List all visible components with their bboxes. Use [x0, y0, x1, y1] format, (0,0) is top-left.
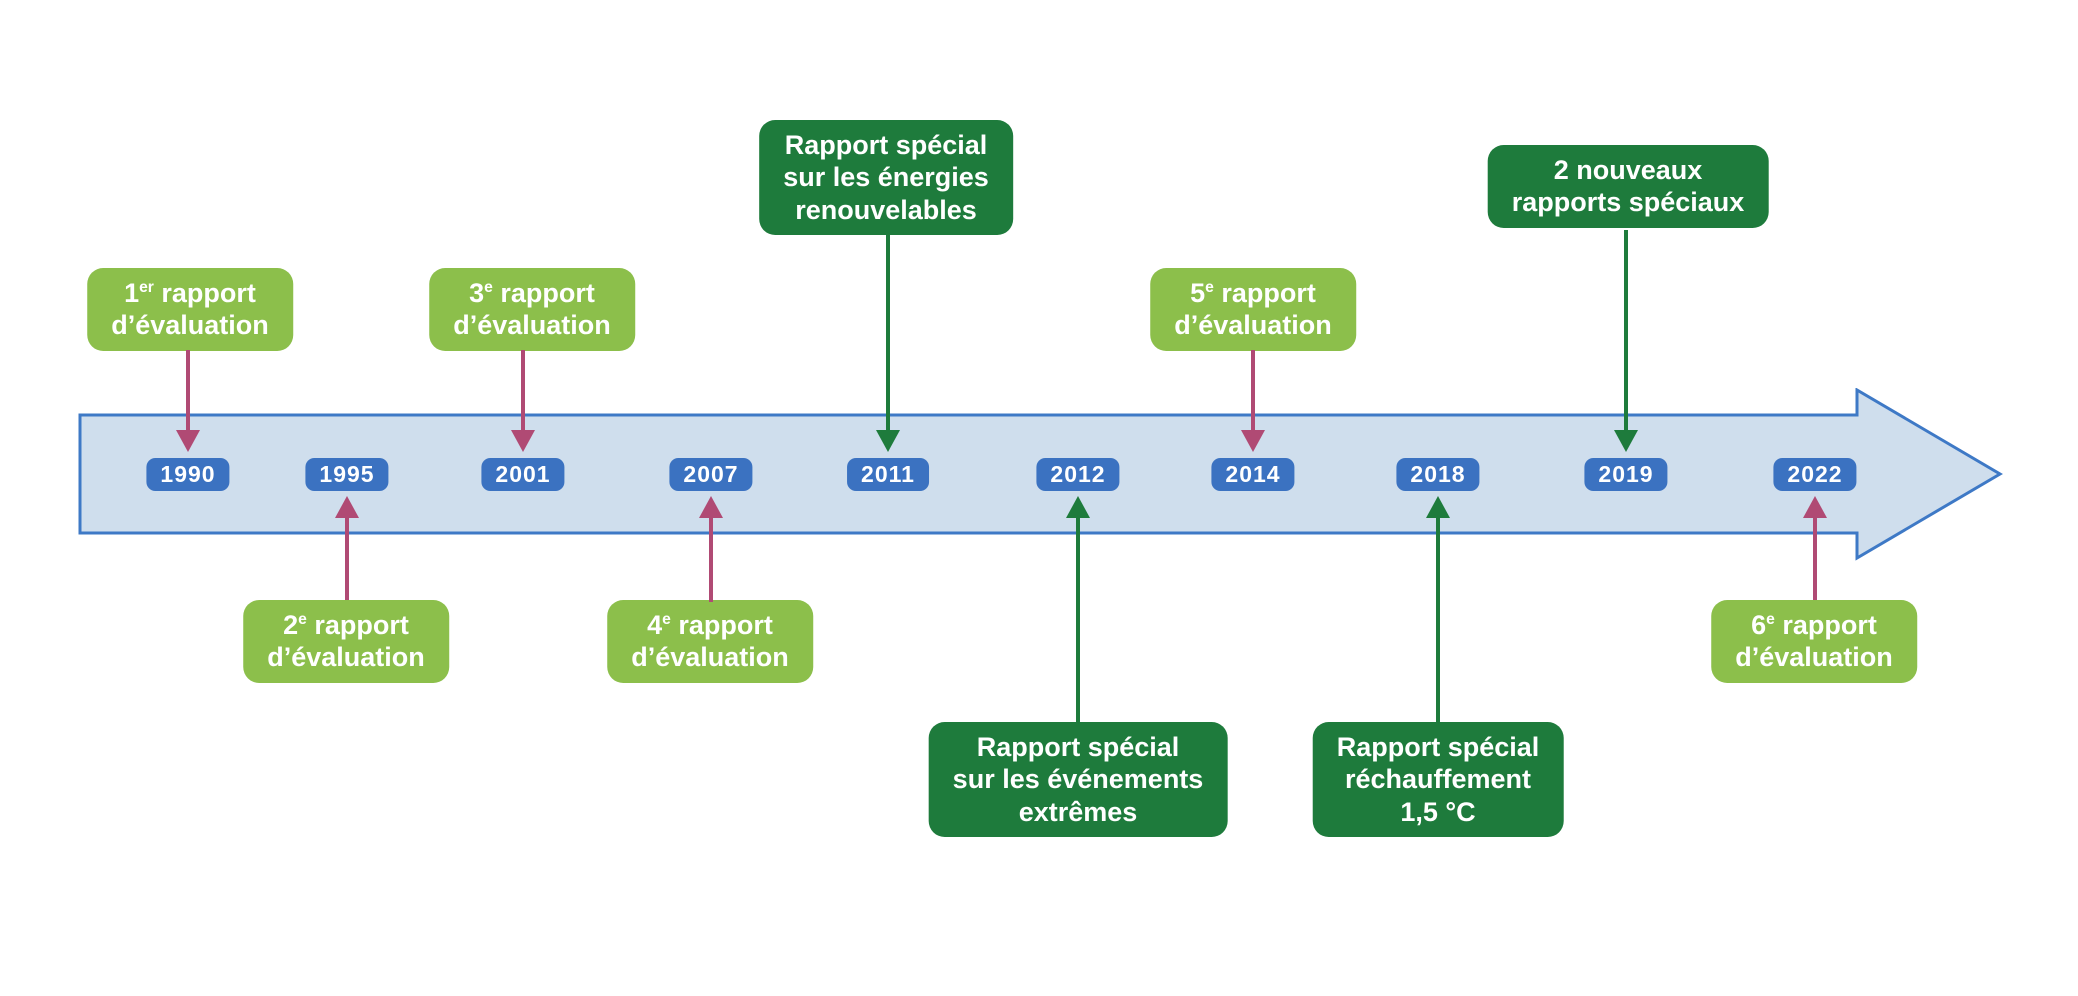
- year-badge-2001: 2001: [481, 458, 565, 491]
- up-arrow-2012: [1066, 496, 1090, 722]
- year-badge-2018: 2018: [1396, 458, 1480, 491]
- up-arrow-1995: [335, 496, 359, 600]
- ordinal-suffix: e: [298, 611, 307, 628]
- event-label-line: sur les événements: [952, 764, 1204, 795]
- year-badge-2014: 2014: [1211, 458, 1295, 491]
- down-arrow-2014: [1241, 350, 1265, 452]
- event-box-2014: 5e rapport d’évaluation: [1150, 268, 1356, 351]
- event-label-line: d’évaluation: [111, 310, 269, 341]
- year-badge-1990: 1990: [146, 458, 230, 491]
- ordinal-suffix: e: [484, 279, 493, 296]
- year-badge-2011: 2011: [847, 458, 929, 491]
- event-box-1995: 2e rapport d’évaluation: [243, 600, 449, 683]
- event-label-line: 4e rapport: [647, 610, 773, 640]
- year-badge-1995: 1995: [305, 458, 389, 491]
- event-box-2011: Rapport spécial sur les énergies renouve…: [759, 120, 1013, 236]
- up-arrow-2022: [1803, 496, 1827, 600]
- event-label-line: d’évaluation: [453, 310, 611, 341]
- event-box-2007: 4e rapport d’évaluation: [607, 600, 813, 683]
- event-label-line: Rapport spécial: [976, 732, 1180, 762]
- event-label-line: sur les énergies: [783, 162, 989, 193]
- arrow-head: [1066, 496, 1090, 518]
- down-arrow-2001: [511, 350, 535, 452]
- arrow-head: [511, 430, 535, 452]
- year-badge-2022: 2022: [1773, 458, 1857, 491]
- event-label-line: réchauffement: [1344, 764, 1532, 795]
- event-box-2012: Rapport spécial sur les événements extrê…: [928, 722, 1228, 838]
- arrow-head: [1241, 430, 1265, 452]
- arrow-head: [1803, 496, 1827, 518]
- event-label-line: d’évaluation: [1735, 642, 1893, 673]
- event-label-line: d’évaluation: [267, 642, 425, 673]
- event-label-line: d’évaluation: [1174, 310, 1332, 341]
- event-label-line: 6e rapport: [1751, 610, 1877, 640]
- event-box-2001: 3e rapport d’évaluation: [429, 268, 635, 351]
- down-arrow-2019: [1614, 230, 1638, 452]
- event-label-line: extrêmes: [1018, 796, 1138, 827]
- ordinal-suffix: e: [1766, 611, 1775, 628]
- ordinal-suffix: er: [139, 279, 154, 296]
- event-label-line: rapports spéciaux: [1511, 187, 1745, 218]
- event-box-2018: Rapport spécial réchauffement 1,5 °C: [1312, 722, 1564, 838]
- arrow-head: [1426, 496, 1450, 518]
- event-label-line: 1er rapport: [124, 278, 256, 308]
- ordinal-suffix: e: [1205, 279, 1214, 296]
- year-badge-2019: 2019: [1584, 458, 1668, 491]
- arrow-head: [1614, 430, 1638, 452]
- up-arrow-2018: [1426, 496, 1450, 722]
- event-label-line: 5e rapport: [1190, 278, 1316, 308]
- event-box-2019: 2 nouveaux rapports spéciaux: [1487, 145, 1769, 228]
- event-label-line: renouvelables: [795, 194, 977, 225]
- arrow-head: [335, 496, 359, 518]
- event-label-line: 3e rapport: [469, 278, 595, 308]
- ordinal-suffix: e: [662, 611, 671, 628]
- arrow-head: [176, 430, 200, 452]
- arrow-head: [699, 496, 723, 518]
- event-label-line: 1,5 °C: [1400, 796, 1476, 827]
- event-label-line: Rapport spécial: [1336, 732, 1540, 762]
- event-label-line: Rapport spécial: [784, 130, 988, 160]
- event-box-1990: 1er rapport d’évaluation: [87, 268, 293, 351]
- event-box-2022: 6e rapport d’évaluation: [1711, 600, 1917, 683]
- year-badge-2007: 2007: [669, 458, 753, 491]
- event-label-line: 2e rapport: [283, 610, 409, 640]
- down-arrow-1990: [176, 350, 200, 452]
- year-badge-2012: 2012: [1036, 458, 1120, 491]
- event-label-line: d’évaluation: [631, 642, 789, 673]
- arrow-head: [876, 430, 900, 452]
- down-arrow-2011: [876, 233, 900, 452]
- event-label-line: 2 nouveaux: [1553, 155, 1703, 185]
- up-arrow-2007: [699, 496, 723, 602]
